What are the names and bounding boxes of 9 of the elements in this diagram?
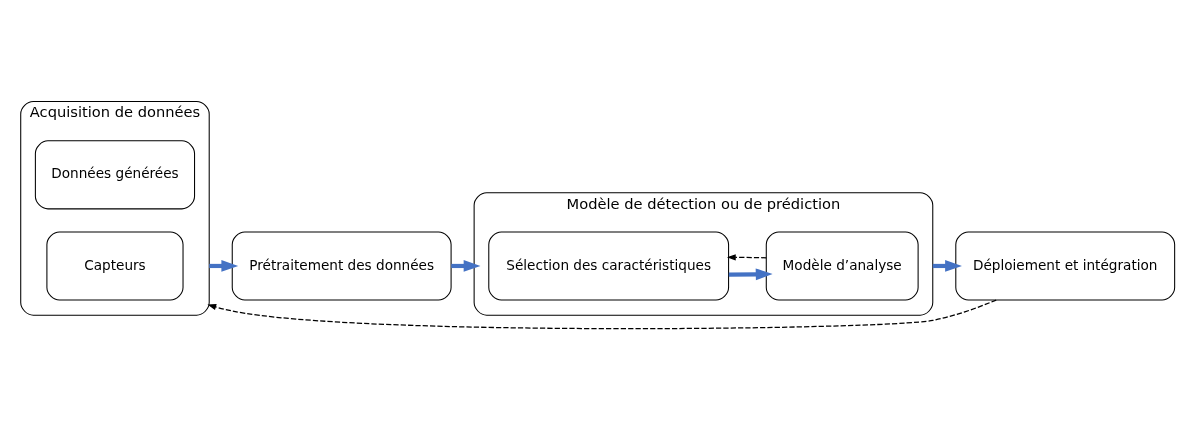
arrow <box>728 267 773 280</box>
node-box: Modèle d’analyse <box>765 230 919 300</box>
node-box: Capteurs <box>46 230 184 300</box>
node-box: Prétraitement des données <box>231 230 452 300</box>
node-box: Données générées <box>34 139 196 209</box>
node-box: Sélection des caractéristiques <box>488 230 730 300</box>
arrow <box>207 298 997 329</box>
arrow <box>726 253 767 260</box>
node-box: Déploiement et intégration <box>955 230 1176 300</box>
